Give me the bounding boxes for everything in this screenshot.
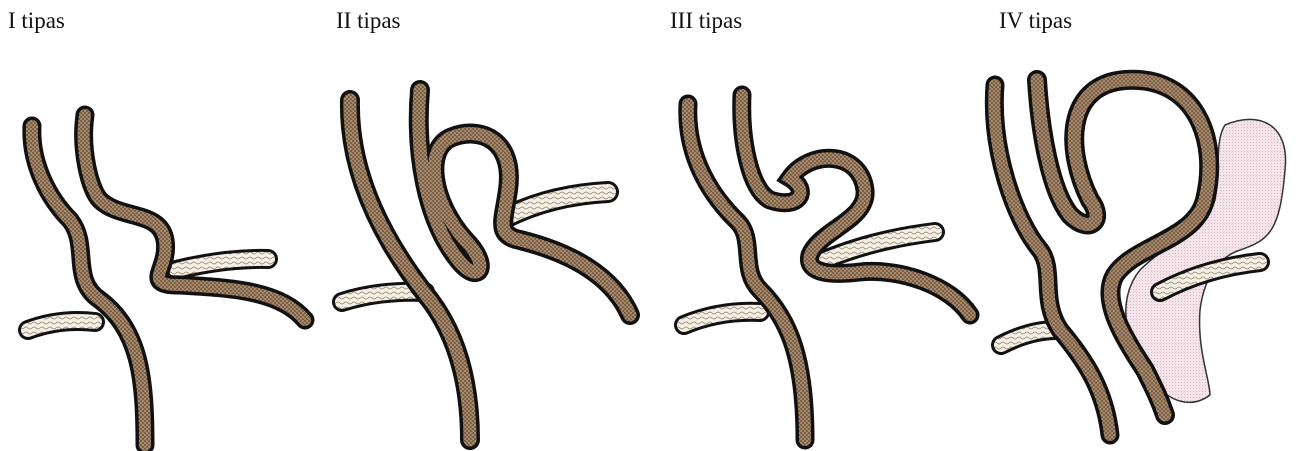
diagram-type-4 xyxy=(985,0,1305,451)
vessel-loop xyxy=(742,95,970,315)
tissue-band-left xyxy=(684,312,760,325)
panel-type-3: III tipas xyxy=(660,0,980,451)
diagram-type-3 xyxy=(660,0,980,451)
panel-type-1: I tipas xyxy=(0,0,320,451)
tissue-band-right xyxy=(505,192,608,218)
vessel-left xyxy=(350,100,470,440)
panel-type-4: IV tipas xyxy=(985,0,1305,451)
tissue-band-right xyxy=(176,259,268,270)
tissue-band-left xyxy=(28,321,95,330)
diagram-type-1 xyxy=(0,0,320,451)
diagram-type-2 xyxy=(320,0,650,451)
vessel-right xyxy=(84,115,305,320)
tissue-band-left xyxy=(1001,330,1057,345)
panel-type-2: II tipas xyxy=(320,0,650,451)
